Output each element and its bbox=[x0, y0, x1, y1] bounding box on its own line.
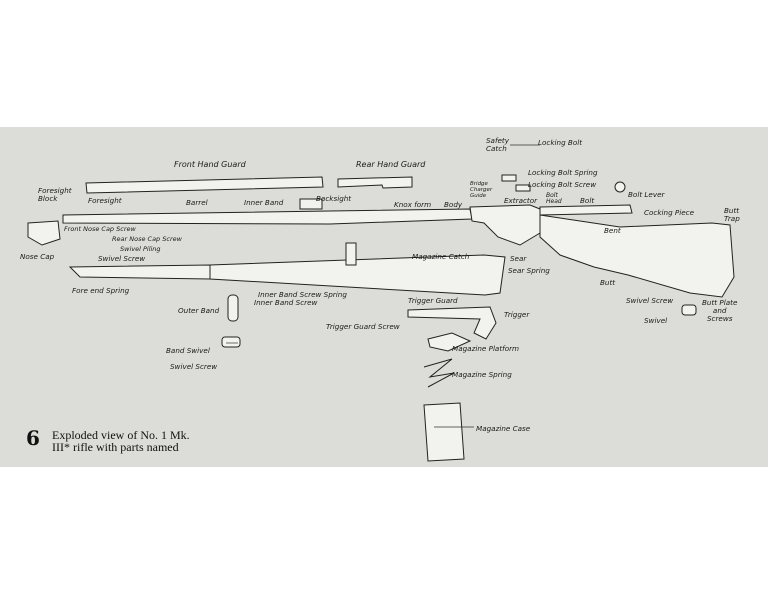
label-magazine-catch: Magazine Catch bbox=[412, 252, 470, 261]
body-part bbox=[469, 204, 541, 246]
label-front-hand-guard: Front Hand Guard bbox=[174, 160, 246, 169]
outer-band-part bbox=[227, 294, 239, 322]
label-magazine-platform: Magazine Platform bbox=[452, 344, 520, 353]
label-barrel: Barrel bbox=[186, 198, 208, 207]
label-bolt-lever: Bolt Lever bbox=[628, 190, 665, 199]
label-nose-cap: Nose Cap bbox=[20, 252, 55, 261]
label-inner-band: Inner Band bbox=[244, 198, 284, 207]
label-band-swivel: Band Swivel bbox=[166, 346, 210, 355]
rifle-exploded-drawing bbox=[27, 144, 735, 462]
label-fore-end-spring: Fore end Spring bbox=[72, 286, 130, 295]
label-cocking-piece: Cocking Piece bbox=[644, 208, 695, 217]
label-locking-bolt-spring: Locking Bolt Spring bbox=[528, 168, 598, 177]
figure-caption-line-1: Exploded view of No. 1 Mk. bbox=[52, 428, 190, 442]
label-swivel-piling: Swivel Piling bbox=[120, 245, 161, 253]
label-sear-spring: Sear Spring bbox=[508, 266, 550, 275]
label-swivel: Swivel bbox=[644, 316, 668, 325]
label-extractor: Extractor bbox=[504, 196, 538, 205]
label-trigger-guard-screw: Trigger Guard Screw bbox=[326, 322, 400, 331]
label-backsight: Backsight bbox=[316, 194, 352, 203]
label-trigger: Trigger bbox=[504, 310, 530, 319]
label-sear: Sear bbox=[510, 254, 527, 263]
magazine-case-part bbox=[423, 402, 465, 462]
figure-number: 6 bbox=[26, 426, 40, 450]
label-bolt: Bolt bbox=[580, 196, 595, 205]
figure-caption: Exploded view of No. 1 Mk. III* rifle wi… bbox=[52, 429, 252, 453]
label-locking-bolt-screw: Locking Bolt Screw bbox=[528, 180, 597, 189]
label-inner-band-screw: Inner Band Screw bbox=[254, 298, 318, 307]
label-swivel-screw-butt: Swivel Screw bbox=[626, 296, 674, 305]
label-knox-form: Knox form bbox=[394, 200, 432, 209]
label-magazine-case: Magazine Case bbox=[476, 424, 531, 433]
label-foresight: Foresight bbox=[88, 196, 122, 205]
rear-hand-guard-part bbox=[337, 176, 413, 189]
label-inner-band-screw-spring: Inner Band Screw Spring bbox=[258, 290, 347, 299]
label-swivel-screw-band: Swivel Screw bbox=[170, 362, 218, 371]
trigger-guard-part bbox=[407, 306, 497, 340]
barrel-part bbox=[62, 208, 473, 225]
label-front-nose-cap-screw: Front Nose Cap Screw bbox=[64, 225, 136, 233]
figure-caption-line-2: III* rifle with parts named bbox=[52, 440, 179, 454]
label-locking-bolt: Locking Bolt bbox=[538, 138, 583, 147]
front-hand-guard-part bbox=[85, 176, 324, 194]
label-outer-band: Outer Band bbox=[178, 306, 220, 315]
label-rear-nose-cap-screw: Rear Nose Cap Screw bbox=[112, 235, 182, 243]
label-magazine-spring: Magazine Spring bbox=[452, 370, 512, 379]
bolt-part bbox=[539, 204, 633, 216]
label-body: Body bbox=[444, 200, 463, 209]
label-trigger-guard: Trigger Guard bbox=[408, 296, 458, 305]
label-rear-hand-guard: Rear Hand Guard bbox=[356, 160, 426, 169]
nose-cap-part bbox=[27, 220, 61, 246]
butt-part bbox=[539, 214, 735, 298]
fore-end-part bbox=[209, 254, 506, 296]
label-butt: Butt bbox=[600, 278, 616, 287]
label-swivel-screw-front: Swivel Screw bbox=[98, 254, 146, 263]
label-bent: Bent bbox=[604, 226, 621, 235]
